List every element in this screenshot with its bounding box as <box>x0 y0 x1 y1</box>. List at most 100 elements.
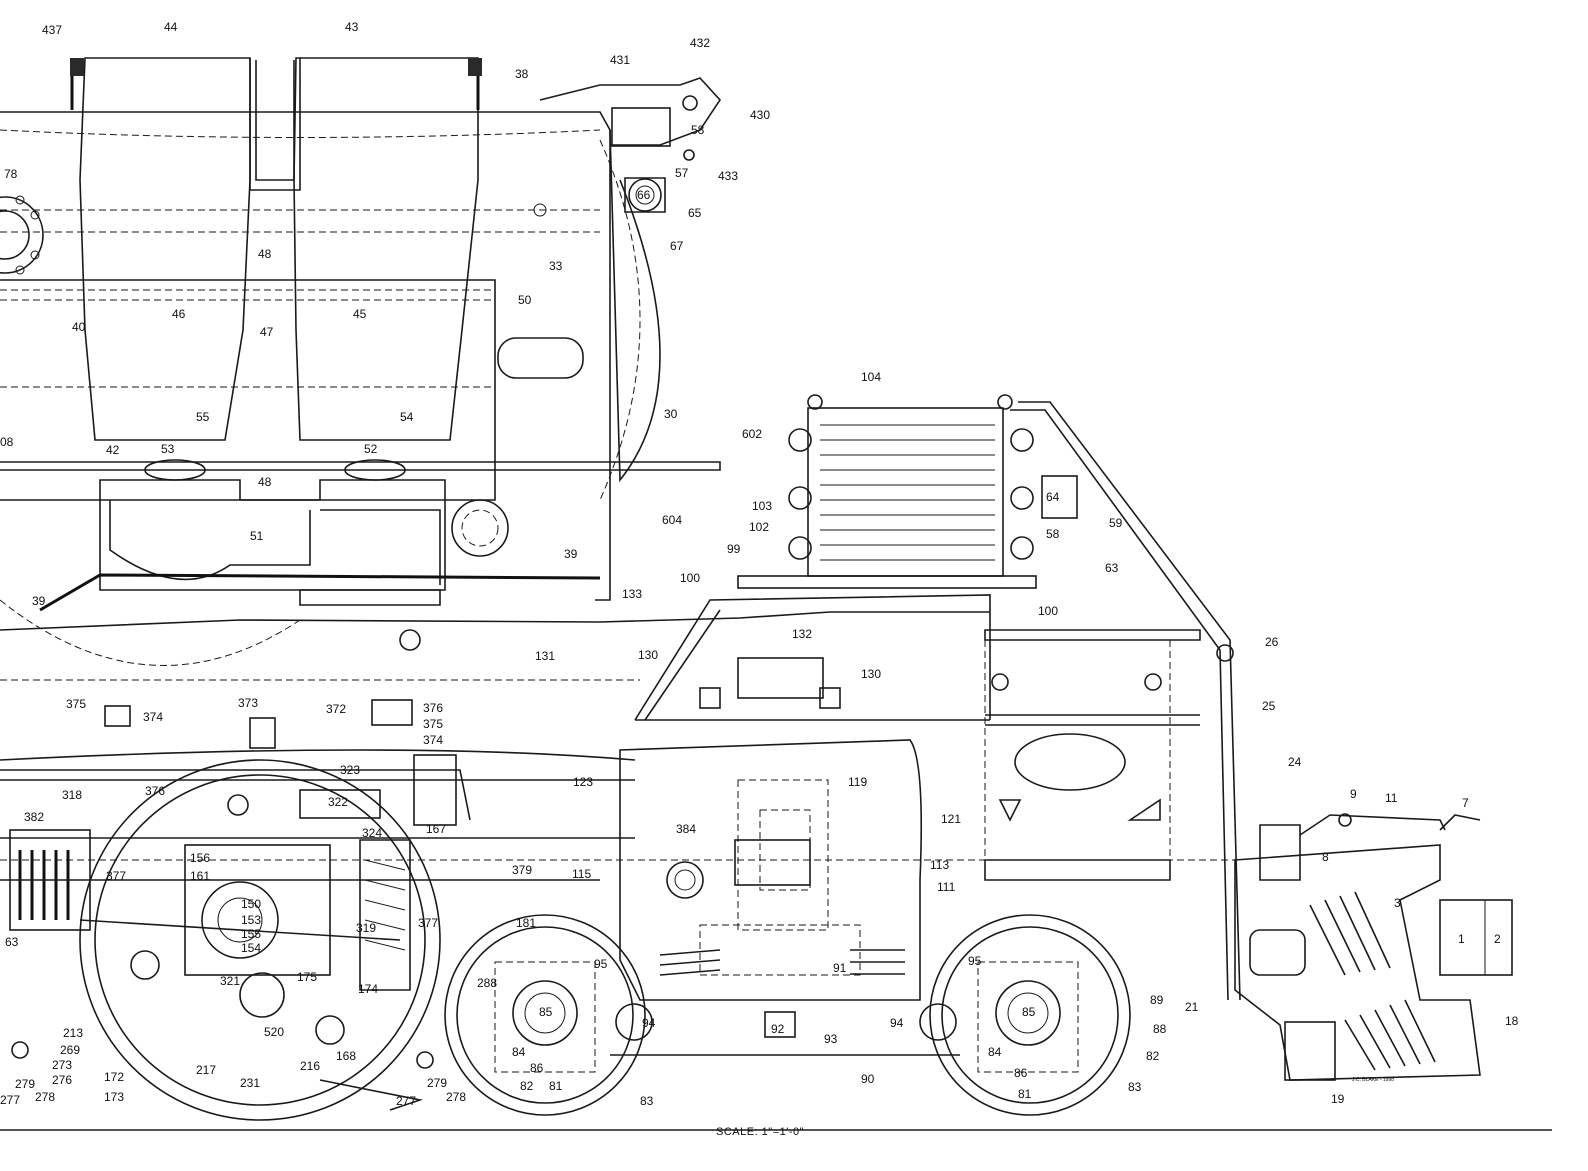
callout-label: 216 <box>300 1059 320 1073</box>
cylinder-saddle <box>0 459 601 666</box>
callout-label: 172 <box>104 1070 124 1084</box>
callout-label: 26 <box>1265 635 1279 649</box>
rods-links <box>0 629 600 1111</box>
callout-label: 175 <box>297 970 317 984</box>
callout-label: 1 <box>1458 932 1465 946</box>
callout-label: 374 <box>143 710 163 724</box>
callout-label: 63 <box>1105 561 1119 575</box>
callout-label: 30 <box>664 407 678 421</box>
callout-label: 277 <box>396 1094 416 1108</box>
callout-label: 133 <box>622 587 642 601</box>
callout-label: 121 <box>941 812 961 826</box>
callout-label: 278 <box>35 1090 55 1104</box>
callout-label: 59 <box>1109 516 1123 530</box>
callout-label: 115 <box>572 867 591 881</box>
callout-label: 43 <box>345 20 359 34</box>
callout-label: 82 <box>520 1079 534 1093</box>
callout-label: 66 <box>637 188 651 202</box>
callout-label: 269 <box>60 1043 80 1057</box>
callout-label: 181 <box>516 916 536 930</box>
callout-label: 167 <box>426 822 446 836</box>
callout-label: 155 <box>241 927 261 941</box>
callout-label: 324 <box>362 826 382 840</box>
callout-label: 602 <box>742 427 762 441</box>
callout-label: 161 <box>190 869 210 883</box>
smokestacks <box>70 57 482 441</box>
callout-label: 153 <box>241 913 261 927</box>
callout-label: 104 <box>861 370 881 384</box>
callout-label: 168 <box>336 1049 356 1063</box>
callout-label: 377 <box>418 916 438 930</box>
callout-label: 39 <box>564 547 578 561</box>
callout-label: 111 <box>937 880 956 894</box>
callout-label: 520 <box>264 1025 284 1039</box>
callout-label: 58 <box>1046 527 1060 541</box>
callout-label: 63 <box>5 935 19 949</box>
callout-label: 373 <box>238 696 258 710</box>
callout-label: 154 <box>241 941 261 955</box>
callout-label: 100 <box>1038 604 1058 618</box>
callout-label: 103 <box>752 499 772 513</box>
callout-label: 83 <box>640 1094 654 1108</box>
callout-label: 374 <box>423 733 443 747</box>
callout-label: 51 <box>250 529 264 543</box>
callout-label: 430 <box>750 108 770 122</box>
callout-label: 47 <box>260 325 274 339</box>
callout-label: 173 <box>104 1090 124 1104</box>
callout-label: 100 <box>680 571 700 585</box>
callout-label: 174 <box>358 982 378 996</box>
callout-label: 84 <box>512 1045 526 1059</box>
callout-label: 437 <box>42 23 62 37</box>
callout-label: 21 <box>1185 1000 1199 1014</box>
callout-label: 102 <box>749 520 769 534</box>
callout-label: 382 <box>24 810 44 824</box>
callout-label: 39 <box>32 594 46 608</box>
callout-label: 217 <box>196 1063 216 1077</box>
callout-label: 8 <box>1322 850 1329 864</box>
callout-label: 322 <box>328 795 348 809</box>
callout-label: 94 <box>890 1016 904 1030</box>
callout-label: 95 <box>968 954 982 968</box>
callout-label: 11 <box>1385 791 1398 805</box>
driving-wheel <box>79 759 441 1121</box>
callout-label: 93 <box>824 1032 838 1046</box>
callout-label: 86 <box>530 1061 544 1075</box>
callout-label: 113 <box>930 858 949 872</box>
callout-label: 46 <box>172 307 186 321</box>
callout-label: 65 <box>688 206 702 220</box>
callout-label: 2 <box>1494 932 1501 946</box>
callout-label: 54 <box>400 410 414 424</box>
callout-label: 88 <box>1153 1022 1167 1036</box>
callout-label: 53 <box>161 442 175 456</box>
callout-label: 24 <box>1288 755 1302 769</box>
callout-label: 431 <box>610 53 630 67</box>
callout-label: 89 <box>1150 993 1164 1007</box>
callout-label: 131 <box>535 649 555 663</box>
callout-label: 379 <box>512 863 532 877</box>
callout-labels: 437 44 43 38 431 432 430 58 57 433 66 65… <box>0 20 1519 1108</box>
callout-label: 323 <box>340 763 360 777</box>
callout-label: 99 <box>727 542 741 556</box>
callout-label: 375 <box>66 697 86 711</box>
callout-label: 64 <box>1046 490 1060 504</box>
callout-label: 279 <box>15 1077 35 1091</box>
callout-label: 50 <box>518 293 532 307</box>
callout-label: 279 <box>427 1076 447 1090</box>
truck-bolster <box>610 657 960 1056</box>
callout-label: 130 <box>861 667 881 681</box>
callout-label: 92 <box>771 1022 785 1036</box>
callout-label: 85 <box>1022 1005 1036 1019</box>
callout-label: 277 <box>0 1093 20 1107</box>
callout-label: 376 <box>423 701 443 715</box>
callout-label: 130 <box>638 648 658 662</box>
callout-label: 604 <box>662 513 682 527</box>
callout-label: 321 <box>220 974 240 988</box>
callout-label: 90 <box>861 1072 875 1086</box>
callout-label: 86 <box>1014 1066 1028 1080</box>
callout-label: 52 <box>364 442 378 456</box>
callout-label: 48 <box>258 247 272 261</box>
callout-label: 91 <box>833 961 847 975</box>
pilot-cowcatcher <box>1234 813 1513 1081</box>
